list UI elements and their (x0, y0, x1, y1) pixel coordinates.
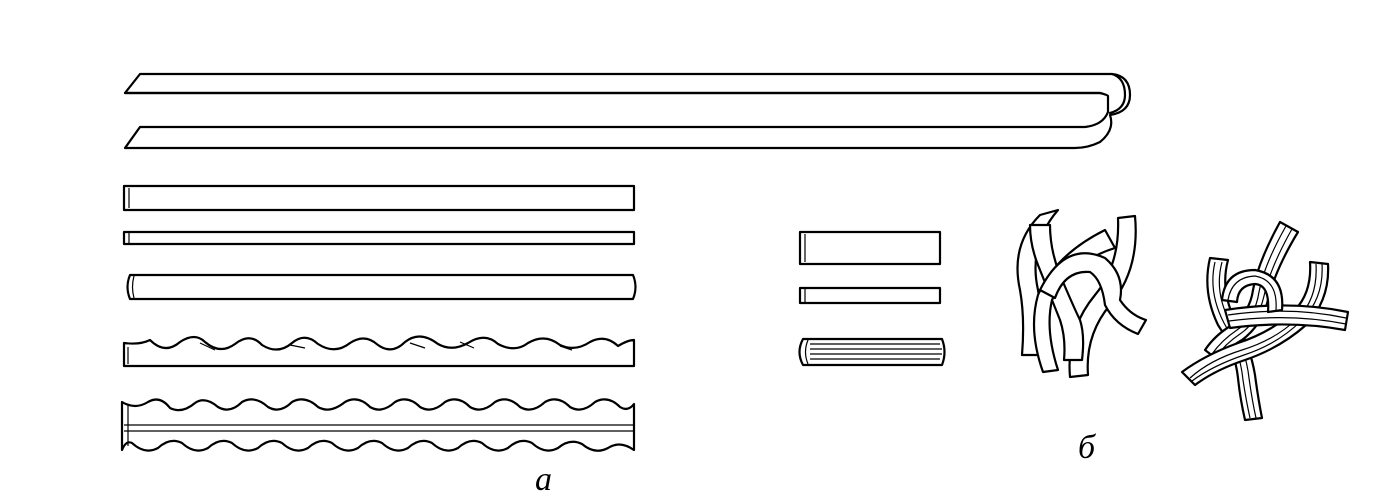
short-fiber-flat-thin (798, 286, 942, 305)
short-fiber-flat-wide (798, 230, 942, 266)
short-fiber-round-ribbed (798, 337, 946, 367)
fiber-profile-double-wavy (120, 398, 636, 452)
curled-fibers-loose (1016, 208, 1148, 379)
folded-fiber-strip (123, 72, 1132, 150)
label-b: б (1078, 429, 1097, 466)
fiber-profile-flat-thin (122, 230, 636, 246)
fiber-profile-round (126, 273, 637, 301)
fiber-profile-flat-wide (122, 184, 636, 212)
fiber-profile-wavy (122, 335, 636, 368)
curled-fibers-ribbed (1180, 220, 1350, 422)
label-a: а (535, 461, 552, 498)
